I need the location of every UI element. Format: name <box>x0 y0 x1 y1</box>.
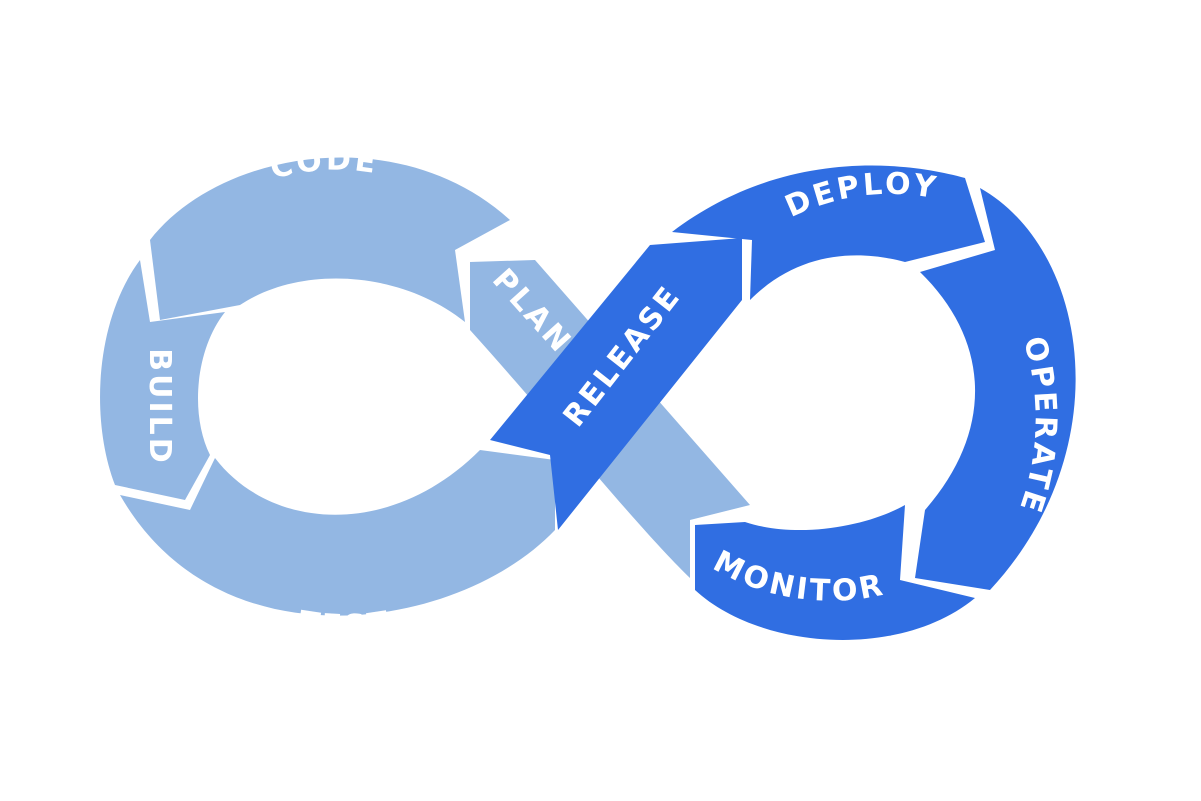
label-build: BUILD <box>142 348 177 465</box>
segment-deploy <box>672 165 985 300</box>
label-test: TEST <box>297 605 394 644</box>
segment-code <box>150 157 510 322</box>
segment-operate <box>915 188 1076 590</box>
segment-test <box>120 450 555 616</box>
segment-build <box>100 260 225 500</box>
segment-monitor <box>695 505 975 640</box>
segment-release <box>490 238 742 530</box>
